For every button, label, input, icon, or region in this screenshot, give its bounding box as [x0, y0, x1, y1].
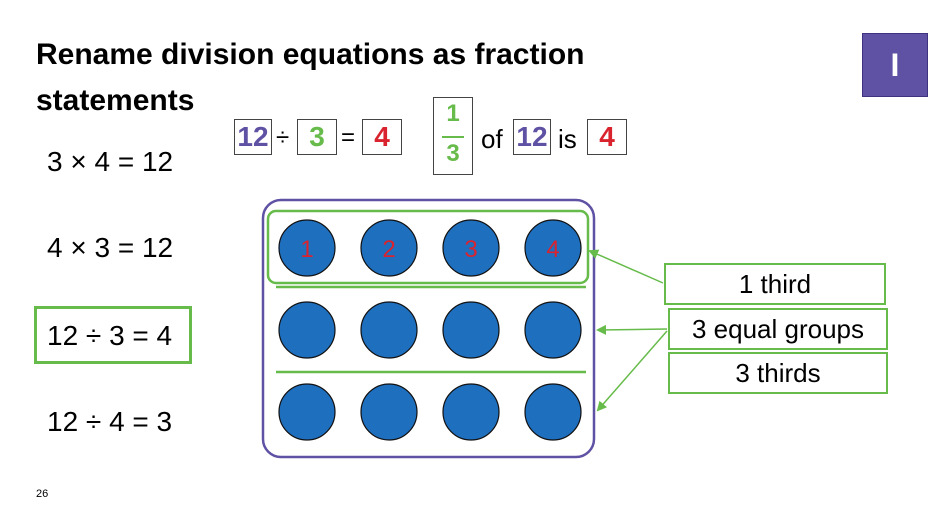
equation-multiplication-2: 4 × 3 = 12 — [47, 232, 174, 263]
of-word: of — [481, 124, 503, 154]
fraction-bar — [442, 136, 464, 138]
divide-sign: ÷ — [276, 124, 290, 151]
arrow-to-group-1 — [588, 249, 664, 284]
equals-sign: = — [341, 124, 356, 151]
counter — [524, 301, 582, 359]
counter-number-label: 2 — [382, 236, 395, 263]
result-box: 4 — [587, 119, 627, 155]
divisor-box: 3 — [297, 119, 337, 155]
page-title: Rename division equations as fraction st… — [36, 38, 585, 117]
arrow-to-group-3 — [596, 330, 668, 412]
label-three-thirds: 3 thirds — [668, 352, 888, 394]
counter — [442, 301, 500, 359]
counter — [278, 383, 336, 441]
counter-number-label: 1 — [300, 236, 313, 263]
dividend-box: 12 — [234, 119, 272, 155]
arrow-to-group-2 — [596, 324, 668, 335]
counter — [278, 301, 336, 359]
fraction-numerator: 1 — [446, 100, 460, 127]
counter — [360, 219, 418, 277]
one-third-group-outline — [266, 209, 590, 285]
whole-box: 12 — [513, 119, 551, 155]
counters-frame — [261, 198, 596, 459]
equation-multiplication-1: 3 × 4 = 12 — [47, 146, 174, 177]
fraction-denominator: 3 — [446, 140, 460, 167]
counter-number-label: 3 — [464, 236, 477, 263]
equation-division-highlighted: 12 ÷ 3 = 4 — [47, 320, 173, 351]
counter — [524, 383, 582, 441]
label-three-thirds-text: 3 thirds — [735, 357, 821, 388]
counter — [524, 219, 582, 277]
counters-group: 1 2 3 4 — [278, 219, 582, 441]
counter-number-label: 4 — [546, 236, 559, 263]
counter — [360, 301, 418, 359]
label-equal-groups-text: 3 equal groups — [691, 313, 865, 344]
highlighted-equation-box — [34, 306, 192, 364]
counter — [442, 383, 500, 441]
is-word: is — [558, 124, 577, 154]
label-one-third-text: 1 third — [738, 268, 812, 299]
section-badge: I — [862, 33, 928, 97]
label-one-third: 1 third — [664, 263, 886, 305]
fraction-box — [433, 97, 473, 175]
label-equal-groups: 3 equal groups — [668, 308, 888, 350]
counter — [442, 219, 500, 277]
equation-division-2: 12 ÷ 4 = 3 — [47, 406, 173, 437]
page-number: 26 — [36, 488, 49, 500]
counter — [278, 219, 336, 277]
quotient-box: 4 — [362, 119, 402, 155]
counter — [360, 383, 418, 441]
